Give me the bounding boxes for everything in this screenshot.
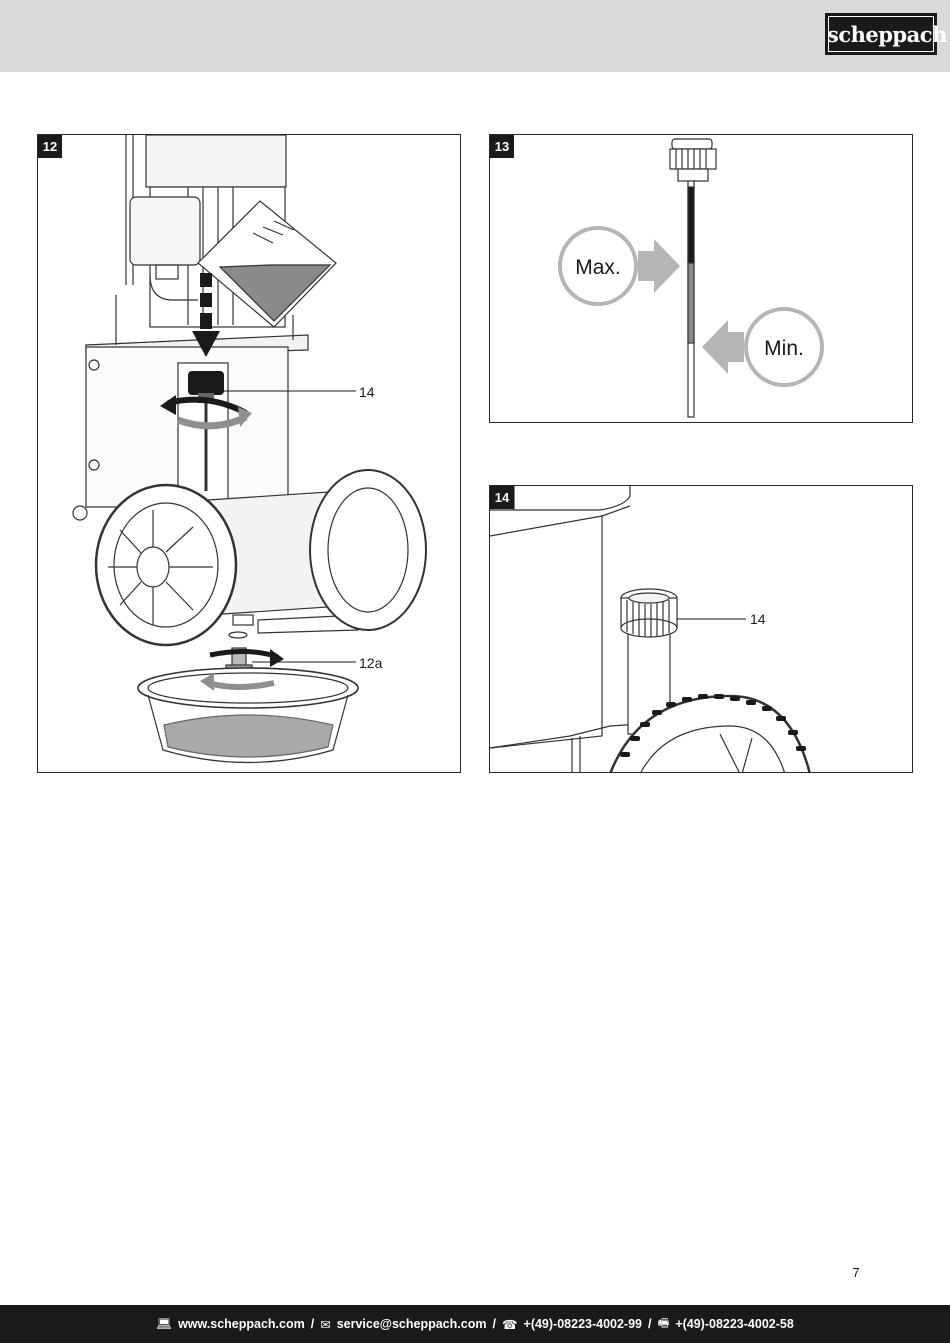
min-label: Min. [764,337,804,360]
figure-12: 12 [37,134,461,773]
computer-icon: 💻︎ [156,1316,173,1331]
figure-number: 14 [490,486,514,509]
max-label: Max. [575,256,621,279]
callout-label-14: 14 [750,611,766,627]
footer-separator: / [648,1317,652,1331]
footer-email[interactable]: service@scheppach.com [336,1317,487,1331]
phone-icon: ☎︎ [501,1317,518,1332]
callout-label-12a: 12a [359,655,383,671]
footer-separator: / [492,1317,496,1331]
mail-icon: ✉︎ [320,1317,331,1332]
figure-number: 12 [38,135,62,158]
figure-13: 13 Max. Min. [489,134,913,423]
page-number: 7 [852,1265,860,1280]
callout-label-14: 14 [359,384,375,400]
footer-fax: +(49)-08223-4002-58 [675,1317,794,1331]
figure-14: 14 [489,485,913,773]
footer-phone[interactable]: +(49)-08223-4002-99 [523,1317,643,1331]
brand-logo: scheppach [825,13,947,55]
page-header: scheppach [0,0,950,72]
footer-website[interactable]: www.scheppach.com [178,1317,305,1331]
fax-icon: 🖷︎ [657,1315,670,1330]
figure-13-illustration: Max. Min. [558,138,824,418]
page-footer: 💻︎ www.scheppach.com / ✉︎ service@schepp… [0,1305,950,1343]
figure-number: 13 [490,135,514,158]
footer-separator: / [310,1317,315,1331]
figure-12-illustration: 14 12a [72,135,427,764]
figure-14-illustration: 14 [490,486,811,772]
